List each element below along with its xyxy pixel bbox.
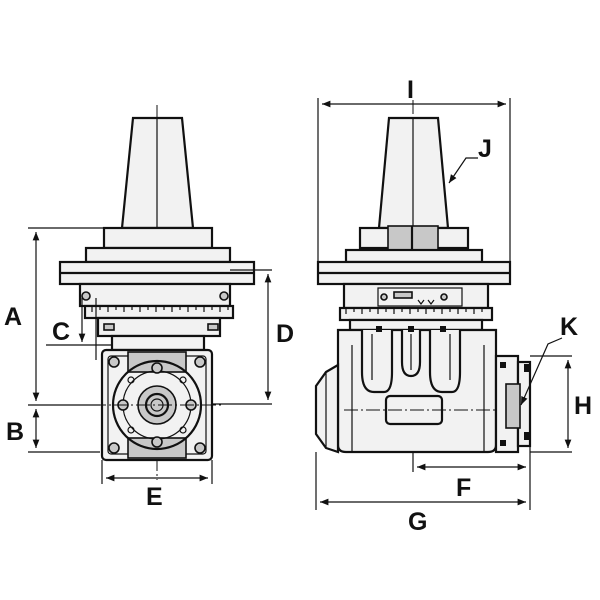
side-view-dimensions [315, 98, 572, 510]
label-d: D [276, 320, 294, 348]
dimension-letters: A B C D E F G H I J K [4, 76, 592, 536]
housing-fins [360, 326, 462, 394]
front-view-dimensions [28, 227, 272, 484]
label-e: E [146, 483, 163, 511]
label-b: B [6, 418, 24, 446]
label-h: H [574, 392, 592, 420]
label-a: A [4, 303, 22, 331]
scale-ticks [91, 306, 229, 312]
label-f: F [456, 474, 471, 502]
side-view [314, 100, 532, 470]
label-g: G [408, 508, 427, 536]
label-k: K [560, 313, 578, 341]
front-view [58, 105, 256, 480]
label-j: J [478, 135, 492, 163]
label-c: C [52, 318, 70, 346]
label-i: I [407, 76, 414, 104]
